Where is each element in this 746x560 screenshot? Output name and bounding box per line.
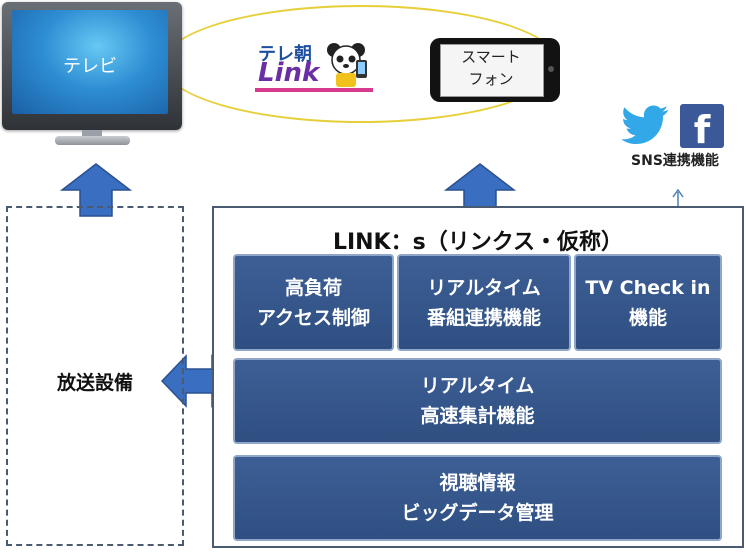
broadcast-equipment-box — [6, 206, 184, 546]
tv-stand-neck — [82, 130, 102, 138]
module-realtime-program: リアルタイム 番組連携機能 — [397, 254, 571, 351]
module-tv-checkin-line2: 機能 — [628, 306, 667, 329]
link-system-title: LINK：s（リンクス・仮称） — [332, 230, 624, 255]
module-tv-checkin-line1: TV Check in — [585, 276, 711, 299]
module-bigdata: 視聴情報 ビッグデータ管理 — [233, 455, 722, 541]
facebook-glyph: f — [693, 108, 711, 152]
module-high-load-line1: 高負荷 — [284, 276, 342, 299]
smartphone-home-button — [548, 66, 554, 72]
smartphone-label: スマート フォン — [440, 46, 542, 90]
module-realtime-program-line2: 番組連携機能 — [426, 306, 541, 329]
module-bigdata-line2: ビッグデータ管理 — [401, 502, 554, 524]
logo-underline — [255, 88, 373, 92]
tv-stand — [55, 136, 130, 145]
panda-mascot-icon — [322, 40, 372, 90]
twitter-icon — [620, 104, 670, 148]
module-high-load-access: 高負荷 アクセス制御 — [233, 254, 394, 351]
smartphone-label-line2: フォン — [468, 70, 514, 88]
arrow-up-to-tv — [60, 162, 132, 218]
logo-link-text: Link — [258, 58, 320, 88]
module-high-load-line2: アクセス制御 — [256, 306, 371, 329]
smartphone-screen — [440, 44, 544, 97]
module-realtime-program-line1: リアルタイム — [427, 276, 541, 299]
module-bigdata-line1: 視聴情報 — [439, 472, 516, 494]
logo-title: テレ朝 — [258, 44, 312, 65]
module-tv-checkin: TV Check in 機能 — [574, 254, 722, 351]
broadcast-equipment-label: 放送設備 — [56, 372, 133, 394]
module-realtime-aggregate-line1: リアルタイム — [420, 375, 535, 397]
tv-label: テレビ — [63, 56, 117, 77]
sns-label: SNS連携機能 — [631, 153, 719, 169]
smartphone-label-line1: スマート — [461, 48, 521, 66]
facebook-icon — [680, 104, 724, 148]
module-realtime-aggregate-line2: 高速集計機能 — [420, 405, 535, 427]
module-realtime-aggregate: リアルタイム 高速集計機能 — [233, 358, 722, 444]
tv-screen — [12, 10, 168, 114]
